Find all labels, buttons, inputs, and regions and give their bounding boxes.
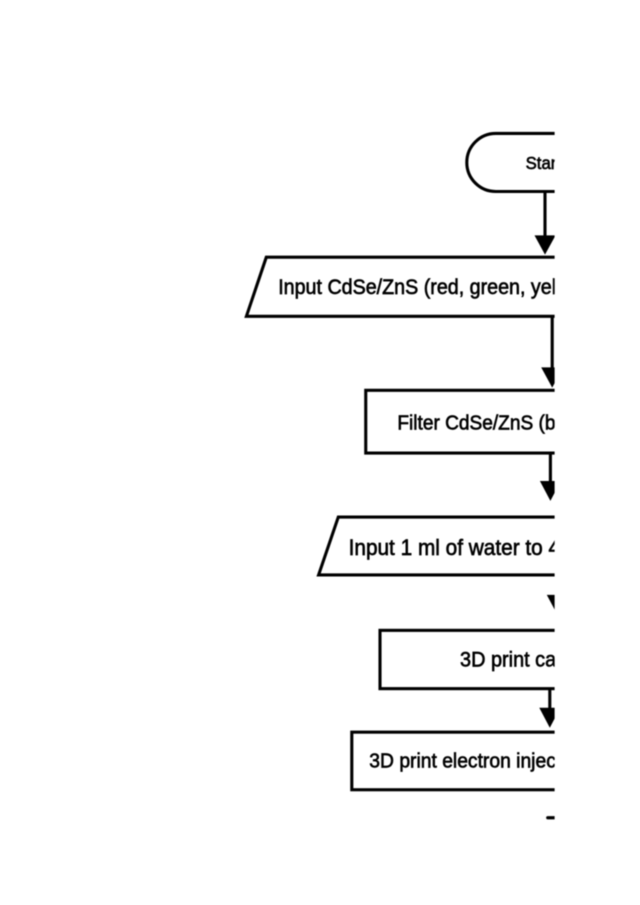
svg-text:Start: Start (526, 153, 562, 174)
svg-text:Filter CdSe/ZnS (by size): Filter CdSe/ZnS (by size) (397, 412, 610, 435)
svg-text:Input 1 ml of water to 40 mg: Input 1 ml of water to 40 mg (349, 535, 607, 560)
svg-text:3D print cartridge: 3D print cartridge (460, 648, 613, 672)
svg-text:3D print electron injector: 3D print electron injector (369, 750, 578, 773)
svg-text:Input CdSe/ZnS (red, green, ye: Input CdSe/ZnS (red, green, yellow) (278, 277, 592, 300)
